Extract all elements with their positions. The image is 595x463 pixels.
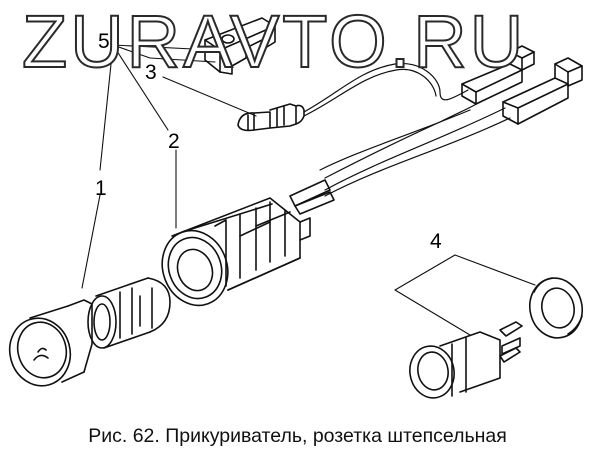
lamp-wire bbox=[303, 62, 469, 117]
socket-ring bbox=[529, 277, 583, 339]
label-2: 2 bbox=[168, 130, 180, 153]
bulb bbox=[237, 103, 305, 132]
leader-lines bbox=[81, 44, 536, 336]
label-3: 3 bbox=[145, 61, 157, 84]
cigarette-socket bbox=[161, 197, 311, 307]
label-5: 5 bbox=[98, 30, 110, 53]
label-1: 1 bbox=[95, 177, 107, 200]
wire-sleeves bbox=[289, 179, 335, 215]
lamp-bracket bbox=[204, 17, 276, 75]
watermark: ZURAVTO.RU bbox=[21, 0, 527, 83]
power-socket bbox=[409, 321, 523, 399]
connector-lower bbox=[502, 57, 583, 125]
harness-wires bbox=[319, 101, 511, 197]
connector-upper bbox=[461, 45, 535, 105]
label-4: 4 bbox=[430, 230, 442, 253]
lighter-plug bbox=[8, 277, 171, 387]
figure-caption: Рис. 62. Прикуриватель, розетка штепсель… bbox=[88, 425, 507, 447]
